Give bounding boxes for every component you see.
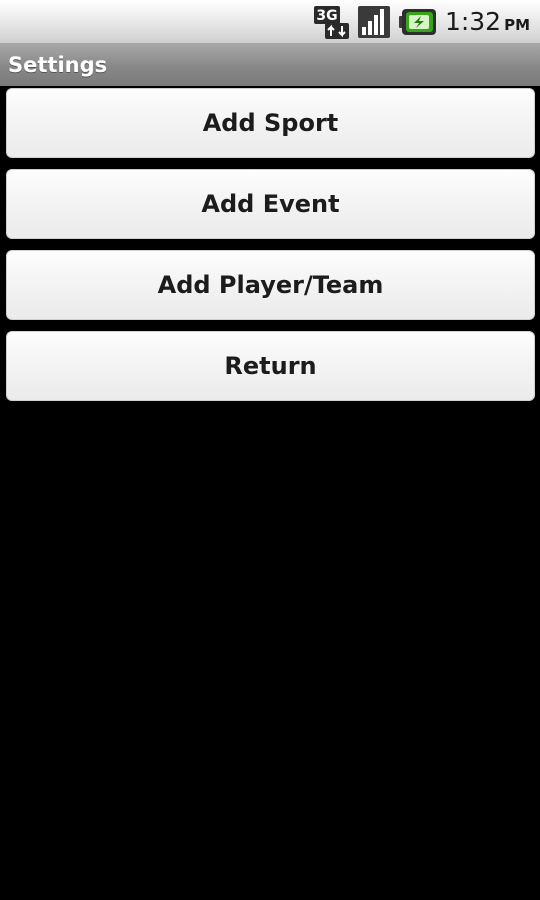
- page-title: Settings: [8, 52, 108, 77]
- title-bar: Settings: [0, 43, 540, 86]
- 3g-data-icon: 3G: [313, 3, 351, 41]
- clock-ampm: PM: [504, 16, 530, 34]
- status-icons: 3G: [313, 0, 530, 43]
- return-button[interactable]: Return: [6, 331, 535, 401]
- signal-strength-icon: [357, 5, 391, 39]
- clock-time: 1:32: [444, 7, 502, 36]
- add-sport-button[interactable]: Add Sport: [6, 88, 535, 158]
- button-list: Add Sport Add Event Add Player/Team Retu…: [6, 88, 535, 412]
- add-event-button[interactable]: Add Event: [6, 169, 535, 239]
- network-type-label: 3G: [316, 8, 337, 24]
- status-bar: 3G: [0, 0, 540, 43]
- add-player-team-button[interactable]: Add Player/Team: [6, 250, 535, 320]
- battery-charging-icon: [398, 7, 437, 37]
